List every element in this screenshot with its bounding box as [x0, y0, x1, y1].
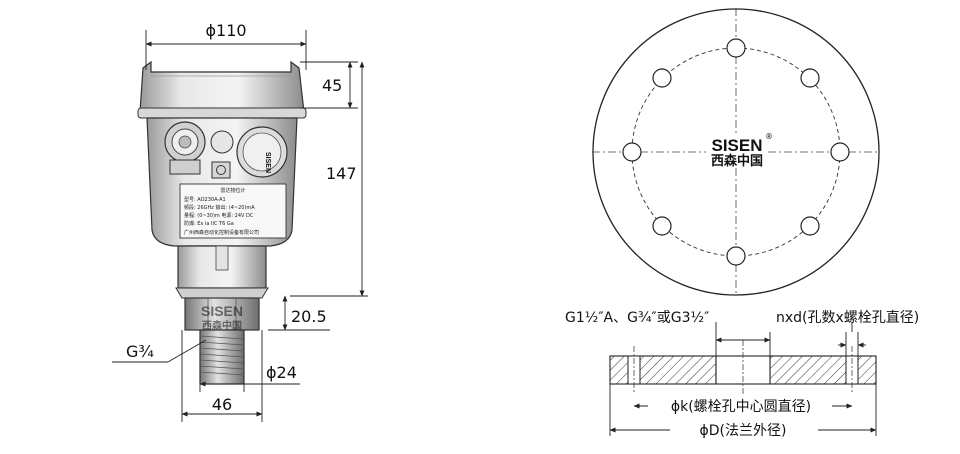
svg-text:SISEN: SISEN	[264, 152, 271, 173]
bolt-hole	[726, 38, 746, 58]
brand-cn: 西森中国	[711, 153, 763, 168]
holes-label: nxd(孔数x螺栓孔直径)	[776, 309, 919, 326]
outer-diameter-label: ϕD(法兰外径)	[700, 423, 787, 439]
nameplate-title: 雷达物位计	[220, 187, 245, 194]
flange-section-right	[769, 355, 877, 385]
bolt-hole	[652, 216, 672, 236]
dim-neck: 20.5	[291, 307, 327, 326]
bolt-hole	[726, 246, 746, 266]
bolt-hole	[652, 68, 672, 88]
bolt-hole	[800, 68, 820, 88]
dim-width-top: ϕ110	[205, 21, 246, 40]
nameplate-line: 广州西森自动化控制设备有限公司	[184, 229, 259, 236]
nameplate-line: 频段: 26GHz 输出: (4~20)mA	[184, 204, 255, 211]
watermark-logo: SISEN	[201, 303, 243, 319]
nameplate-line: 量程: (0~30)m 电源: 24V DC	[184, 212, 254, 219]
nameplate-line: 防爆: Ex ia IIC T6 Ga	[184, 220, 234, 227]
sensor-side-view: SISEN 雷达物位计 型号: AO230A-A1 频段: 26GHz 输出: …	[112, 21, 368, 422]
nameplate-line: 型号: AO230A-A1	[184, 196, 226, 203]
hex-nut: SISEN 西森中国	[184, 297, 260, 332]
bolt-hole	[830, 142, 850, 162]
thread-label: G¾	[126, 342, 154, 361]
earth-screw	[211, 161, 231, 179]
watermark-logo-cn: 西森中国	[202, 319, 242, 332]
brand-registered: ®	[765, 132, 773, 141]
cable-gland	[164, 121, 206, 175]
bolt-circle-label: ϕk(螺栓孔中心圆直径)	[671, 398, 811, 415]
vent-plug	[210, 130, 234, 154]
bolt-hole	[800, 216, 820, 236]
thread-options-label: G1½″A、G¾″或G3½″	[565, 310, 709, 326]
thread-stub	[199, 329, 245, 385]
nameplate: 雷达物位计 型号: AO230A-A1 频段: 26GHz 输出: (4~20)…	[179, 183, 287, 239]
dim-head-height: 45	[322, 76, 342, 95]
flange-top-view: SISEN ® 西森中国	[592, 8, 880, 296]
sensor-head-cap	[139, 60, 305, 113]
display-cover: SISEN	[236, 126, 288, 178]
bolt-hole	[622, 142, 642, 162]
flange-section-view: G1½″A、G¾″或G3½″ nxd(孔数x螺栓孔直径) ϕk(螺栓孔中心圆直径…	[565, 309, 919, 440]
flange-section-left	[609, 355, 717, 385]
dim-hex: 46	[212, 395, 232, 414]
brand-logo: SISEN	[711, 136, 762, 155]
dim-thread-diameter: ϕ24	[266, 363, 297, 382]
dim-total-height: 147	[326, 164, 357, 183]
